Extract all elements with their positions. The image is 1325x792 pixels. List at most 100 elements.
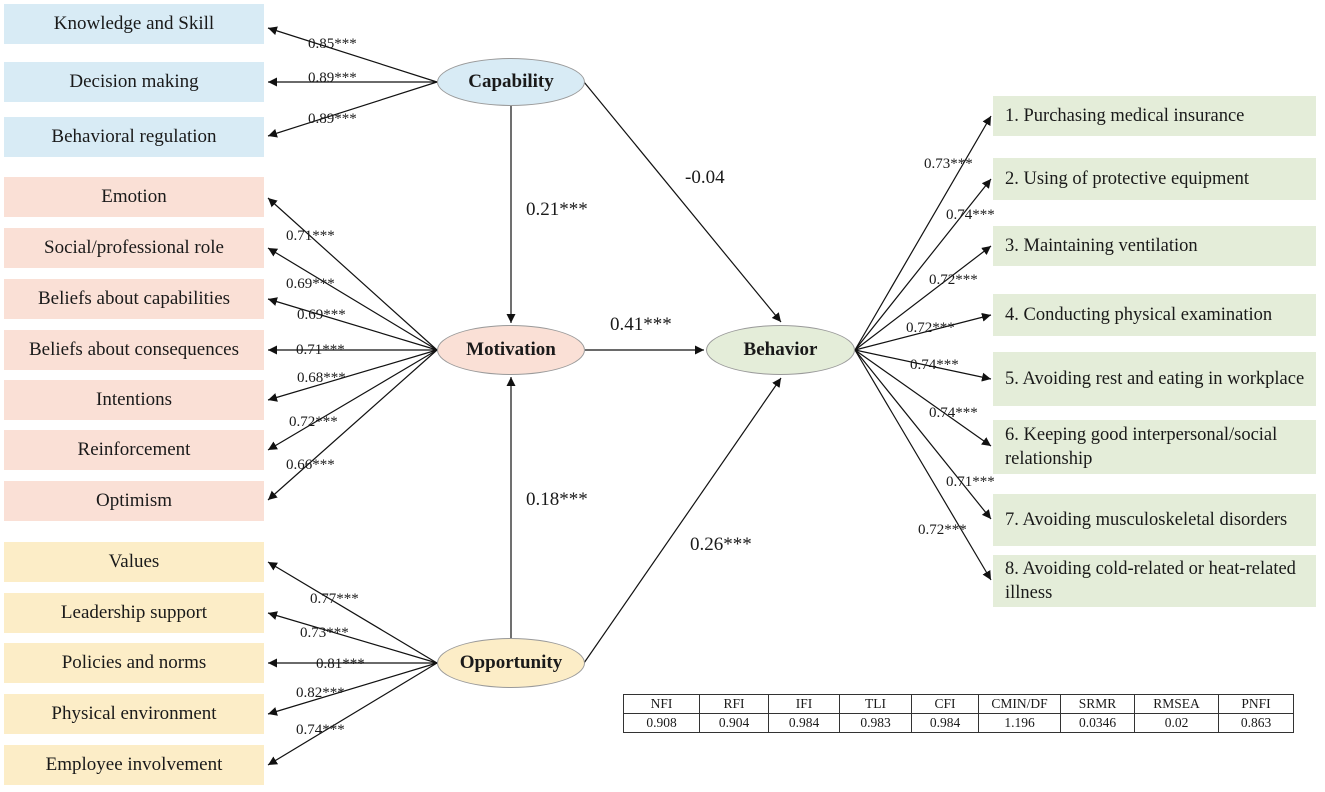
indicator-values: Values	[4, 542, 264, 582]
arrow-motivation-role	[267, 247, 438, 351]
arrow-capability-regulation	[267, 81, 438, 138]
fit-header-cell: RFI	[699, 694, 769, 714]
indicator-behavior-2: 2. Using of protective equipment	[993, 158, 1316, 200]
indicator-optimism: Optimism	[4, 481, 264, 521]
arrow-motivation-intentions	[267, 349, 438, 402]
arrow-opportunity-to-behavior	[583, 377, 782, 664]
indicator-behavior-7: 7. Avoiding musculoskeletal disorders	[993, 494, 1316, 546]
fit-value-cell: 0.983	[839, 713, 912, 733]
indicator-beliefs-about-capabilities: Beliefs about capabilities	[4, 279, 264, 319]
fit-value-row: 0.908 0.904 0.984 0.983 0.984 1.196 0.03…	[623, 713, 1294, 733]
loading-leadership-support: 0.73***	[300, 625, 349, 641]
arrow-behavior-item-8	[854, 349, 992, 581]
loading-behavioral-regulation: 0.89***	[308, 111, 357, 127]
fit-value-cell: 0.904	[699, 713, 769, 733]
path-motivation-to-behavior: 0.41***	[610, 314, 672, 335]
arrow-behavior-item-5	[854, 349, 992, 382]
indicator-behavior-6: 6. Keeping good interpersonal/social rel…	[993, 420, 1316, 474]
indicator-intentions: Intentions	[4, 380, 264, 420]
latent-behavior: Behavior	[706, 325, 855, 375]
indicator-behavior-3: 3. Maintaining ventilation	[993, 226, 1316, 266]
loading-emotion: 0.71***	[286, 228, 335, 244]
indicator-behavior-1: 1. Purchasing medical insurance	[993, 96, 1316, 136]
indicator-physical-environment: Physical environment	[4, 694, 264, 734]
loading-knowledge-and-skill: 0.85***	[308, 36, 357, 52]
loading-social-professional-role: 0.69***	[286, 276, 335, 292]
indicator-behavior-5: 5. Avoiding rest and eating in workplace	[993, 352, 1316, 406]
indicator-policies-and-norms: Policies and norms	[4, 643, 264, 683]
loading-intentions: 0.68***	[297, 370, 346, 386]
fit-header-cell: NFI	[623, 694, 700, 714]
fit-value-cell: 0.02	[1134, 713, 1219, 733]
path-opportunity-to-motivation: 0.18***	[526, 489, 588, 510]
fit-header-cell: CMIN/DF	[978, 694, 1061, 714]
fit-value-cell: 0.984	[768, 713, 840, 733]
loading-beliefs-about-capabilities: 0.69***	[297, 307, 346, 323]
indicator-emotion: Emotion	[4, 177, 264, 217]
arrow-motivation-beliefs-cap	[267, 297, 438, 351]
indicator-decision-making: Decision making	[4, 62, 264, 102]
arrow-behavior-item-7	[854, 349, 992, 520]
arrow-behavior-item-6	[854, 349, 992, 447]
latent-opportunity: Opportunity	[437, 638, 585, 688]
indicator-reinforcement: Reinforcement	[4, 430, 264, 470]
arrow-behavior-item-1	[854, 115, 992, 351]
loading-behavior-1: 0.73***	[924, 156, 973, 172]
indicator-beliefs-about-consequences: Beliefs about consequences	[4, 330, 264, 370]
arrow-behavior-item-2	[854, 178, 992, 351]
indicator-employee-involvement: Employee involvement	[4, 745, 264, 785]
path-capability-to-motivation: 0.21***	[526, 199, 588, 220]
latent-capability: Capability	[437, 58, 585, 106]
model-fit-table: NFI RFI IFI TLI CFI CMIN/DF SRMR RMSEA P…	[623, 694, 1294, 733]
indicator-knowledge-and-skill: Knowledge and Skill	[4, 4, 264, 44]
fit-header-cell: IFI	[768, 694, 840, 714]
fit-header-cell: SRMR	[1060, 694, 1135, 714]
indicator-behavior-4: 4. Conducting physical examination	[993, 294, 1316, 336]
indicator-leadership-support: Leadership support	[4, 593, 264, 633]
indicator-social-professional-role: Social/professional role	[4, 228, 264, 268]
fit-value-cell: 1.196	[978, 713, 1061, 733]
arrow-behavior-item-4	[854, 312, 992, 351]
arrow-opportunity-values	[267, 561, 438, 664]
loading-reinforcement: 0.72***	[289, 414, 338, 430]
loading-behavior-4: 0.72***	[906, 320, 955, 336]
loading-optimism: 0.66***	[286, 457, 335, 473]
loading-behavior-6: 0.74***	[929, 405, 978, 421]
loading-physical-environment: 0.82***	[296, 685, 345, 701]
fit-value-cell: 0.984	[911, 713, 979, 733]
fit-header-cell: RMSEA	[1134, 694, 1219, 714]
fit-header-cell: PNFI	[1218, 694, 1294, 714]
loading-behavior-8: 0.72***	[918, 522, 967, 538]
loading-behavior-3: 0.72***	[929, 272, 978, 288]
loading-beliefs-about-consequences: 0.71***	[296, 342, 345, 358]
fit-value-cell: 0.0346	[1060, 713, 1135, 733]
latent-motivation: Motivation	[437, 325, 585, 375]
path-opportunity-to-behavior: 0.26***	[690, 534, 752, 555]
indicator-behavior-8: 8. Avoiding cold-related or heat-related…	[993, 555, 1316, 607]
arrow-opportunity-involvement	[267, 662, 438, 766]
arrow-capability-knowledge	[267, 26, 438, 83]
fit-header-row: NFI RFI IFI TLI CFI CMIN/DF SRMR RMSEA P…	[623, 694, 1294, 714]
arrow-motivation-reinforcement	[267, 349, 438, 451]
fit-value-cell: 0.908	[623, 713, 700, 733]
arrow-capability-to-behavior	[583, 81, 782, 323]
loading-decision-making: 0.89***	[308, 70, 357, 86]
arrow-motivation-emotion	[267, 197, 438, 351]
fit-header-cell: TLI	[839, 694, 912, 714]
path-capability-to-behavior: -0.04	[685, 167, 725, 188]
loading-behavior-2: 0.74***	[946, 207, 995, 223]
loading-behavior-5: 0.74***	[910, 357, 959, 373]
loading-behavior-7: 0.71***	[946, 474, 995, 490]
indicator-behavioral-regulation: Behavioral regulation	[4, 117, 264, 157]
fit-header-cell: CFI	[911, 694, 979, 714]
arrow-opportunity-physical	[267, 662, 438, 716]
loading-employee-involvement: 0.74***	[296, 722, 345, 738]
fit-value-cell: 0.863	[1218, 713, 1294, 733]
loading-policies-and-norms: 0.81***	[316, 656, 365, 672]
arrow-behavior-item-3	[854, 245, 992, 351]
loading-values: 0.77***	[310, 591, 359, 607]
arrow-motivation-optimism	[267, 349, 438, 501]
arrow-opportunity-leadership	[267, 611, 438, 664]
